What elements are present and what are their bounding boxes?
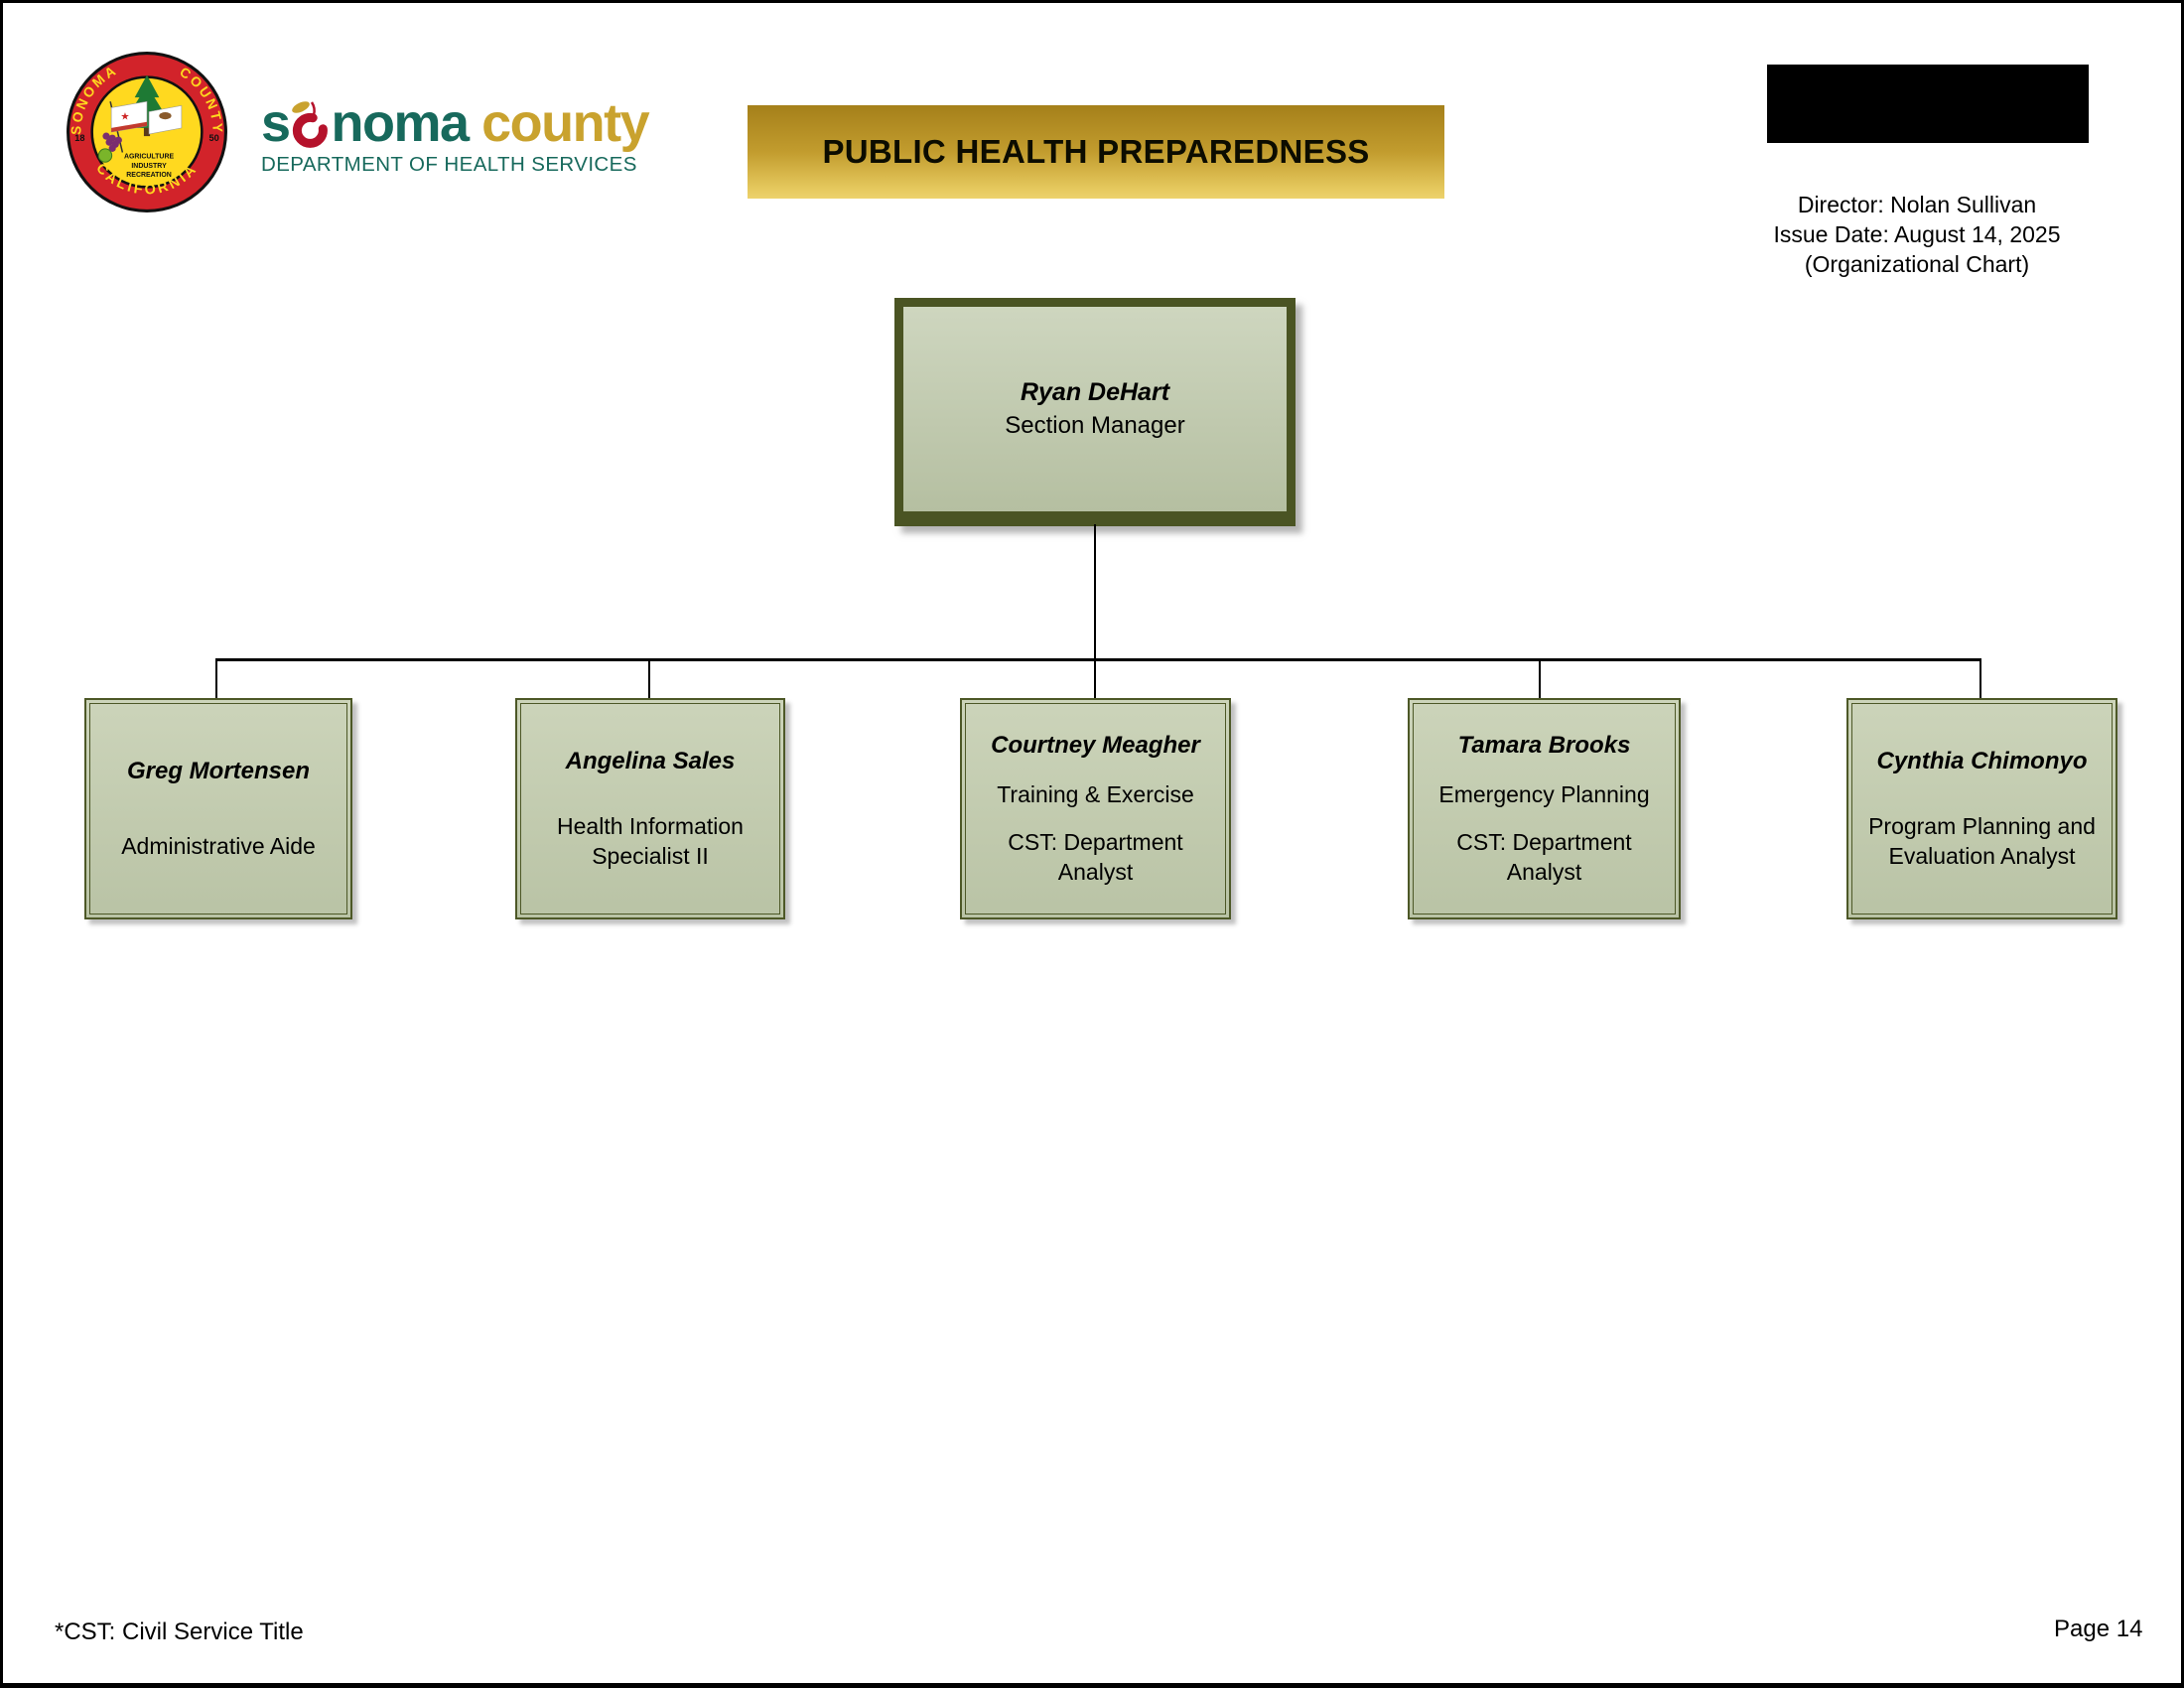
connector-drop — [648, 660, 650, 699]
org-box-content: Courtney Meagher Training & Exercise CST… — [965, 703, 1226, 914]
civil-service-title: CST: Department Analyst — [1008, 829, 1183, 886]
connector-drop — [1539, 660, 1541, 699]
connector-vertical-main — [1094, 524, 1096, 660]
org-box-content: Greg Mortensen Administrative Aide — [89, 703, 347, 914]
org-box-content: Tamara Brooks Emergency Planning CST: De… — [1413, 703, 1676, 914]
role-title: Health Information Specialist II — [557, 813, 744, 869]
org-box-report: Cynthia Chimonyo Program Planning and Ev… — [1846, 698, 2117, 919]
role-title: Program Planning and Evaluation Analyst — [1868, 813, 2096, 869]
person-name: Ryan DeHart — [1020, 378, 1170, 406]
chart-label-line: (Organizational Chart) — [1804, 251, 2030, 277]
director-line: Director: Nolan Sullivan — [1797, 192, 2037, 217]
civil-service-title: CST: Department Analyst — [1456, 829, 1632, 886]
connector-drop — [1979, 660, 1981, 699]
seal-year-right: 50 — [209, 133, 219, 143]
seal-grapes-icon — [97, 132, 122, 163]
connector-horizontal — [215, 658, 1981, 661]
sonoma-county-seal-icon: SONOMA COUNTY CALIFORNIA ★ — [67, 52, 227, 212]
person-name: Cynthia Chimonyo — [1876, 748, 2088, 774]
seal-motto-line: RECREATION — [126, 172, 172, 179]
connector-drop — [215, 660, 217, 699]
org-box-report: Greg Mortensen Administrative Aide — [84, 698, 352, 919]
org-box-report: Courtney Meagher Training & Exercise CST… — [960, 698, 1231, 919]
apple-o-icon — [291, 101, 328, 148]
wordmark-subtitle: DEPARTMENT OF HEALTH SERVICES — [261, 153, 637, 176]
person-name: Greg Mortensen — [126, 758, 311, 784]
cst-footnote: *CST: Civil Service Title — [55, 1618, 304, 1645]
connector-drop — [1094, 660, 1096, 699]
role-title: Training & Exercise — [997, 780, 1194, 807]
org-box-report: Angelina Sales Health Information Specia… — [515, 698, 785, 919]
wordmark-county: county — [481, 93, 650, 153]
seal-motto-line: AGRICULTURE — [124, 154, 175, 161]
role-title: Section Manager — [1005, 412, 1185, 439]
issue-date-line: Issue Date: August 14, 2025 — [1773, 221, 2061, 247]
person-name: Courtney Meagher — [991, 731, 1200, 759]
org-box-manager: Ryan DeHart Section Manager — [894, 298, 1296, 526]
role-title: Emergency Planning — [1438, 780, 1650, 807]
wordmark-noma: noma — [331, 93, 471, 153]
seal-scroll-icon — [148, 104, 183, 135]
org-box-content: Angelina Sales Health Information Specia… — [520, 703, 780, 914]
seal-flag-icon: ★ — [109, 100, 148, 153]
page-number: Page 14 — [2054, 1616, 2143, 1642]
wordmark-s: s — [261, 93, 291, 153]
person-name: Angelina Sales — [565, 748, 736, 774]
page-title: PUBLIC HEALTH PREPAREDNESS — [822, 133, 1370, 170]
svg-text:★: ★ — [120, 111, 129, 123]
redaction-box — [1767, 65, 2089, 143]
info-block: Director: Nolan Sullivan Issue Date: Aug… — [1743, 190, 2091, 279]
org-box-content: Cynthia Chimonyo Program Planning and Ev… — [1851, 703, 2113, 914]
org-box-report: Tamara Brooks Emergency Planning CST: De… — [1408, 698, 1681, 919]
seal-year-left: 18 — [74, 133, 84, 143]
role-title: Administrative Aide — [121, 833, 316, 859]
person-name: Tamara Brooks — [1457, 731, 1631, 759]
seal-motto-line: INDUSTRY — [131, 163, 167, 170]
title-banner: PUBLIC HEALTH PREPAREDNESS — [748, 105, 1444, 199]
